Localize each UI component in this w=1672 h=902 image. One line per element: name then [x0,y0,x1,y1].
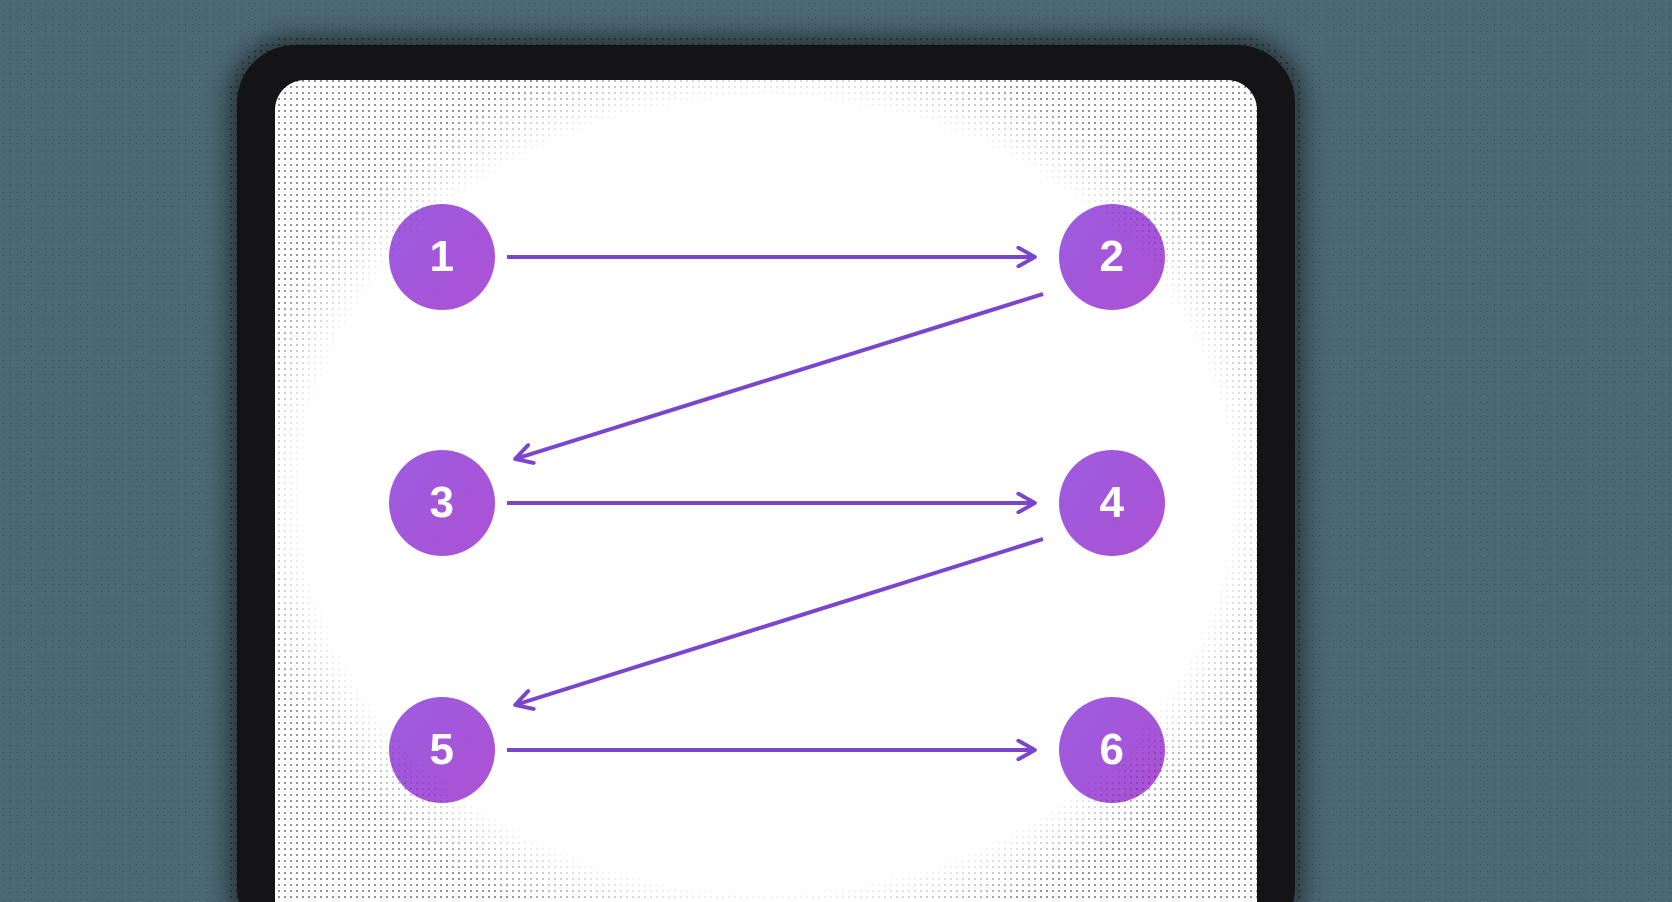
edge-2-to-3 [515,292,1044,459]
graph-node-1[interactable]: 1 [389,204,495,310]
graph-node-5-label: 5 [429,725,455,774]
graph-node-4-label: 4 [1099,478,1125,527]
graph-diagram: 1 2 3 4 5 6 [275,80,1257,902]
graph-node-4[interactable]: 4 [1059,450,1165,556]
graph-node-3[interactable]: 3 [389,450,495,556]
graph-edges-layer [507,80,1044,902]
graph-node-6-label: 6 [1099,725,1125,774]
graph-node-1-label: 1 [429,232,455,281]
edge-4-to-5 [515,537,1044,705]
graph-node-6[interactable]: 6 [1059,697,1165,803]
graph-node-5[interactable]: 5 [389,697,495,803]
graph-node-3-label: 3 [429,478,455,527]
graph-node-2-label: 2 [1099,232,1125,281]
graph-node-2[interactable]: 2 [1059,204,1165,310]
device-screen: 1 2 3 4 5 6 [275,80,1257,902]
device-frame: 1 2 3 4 5 6 [237,45,1295,902]
